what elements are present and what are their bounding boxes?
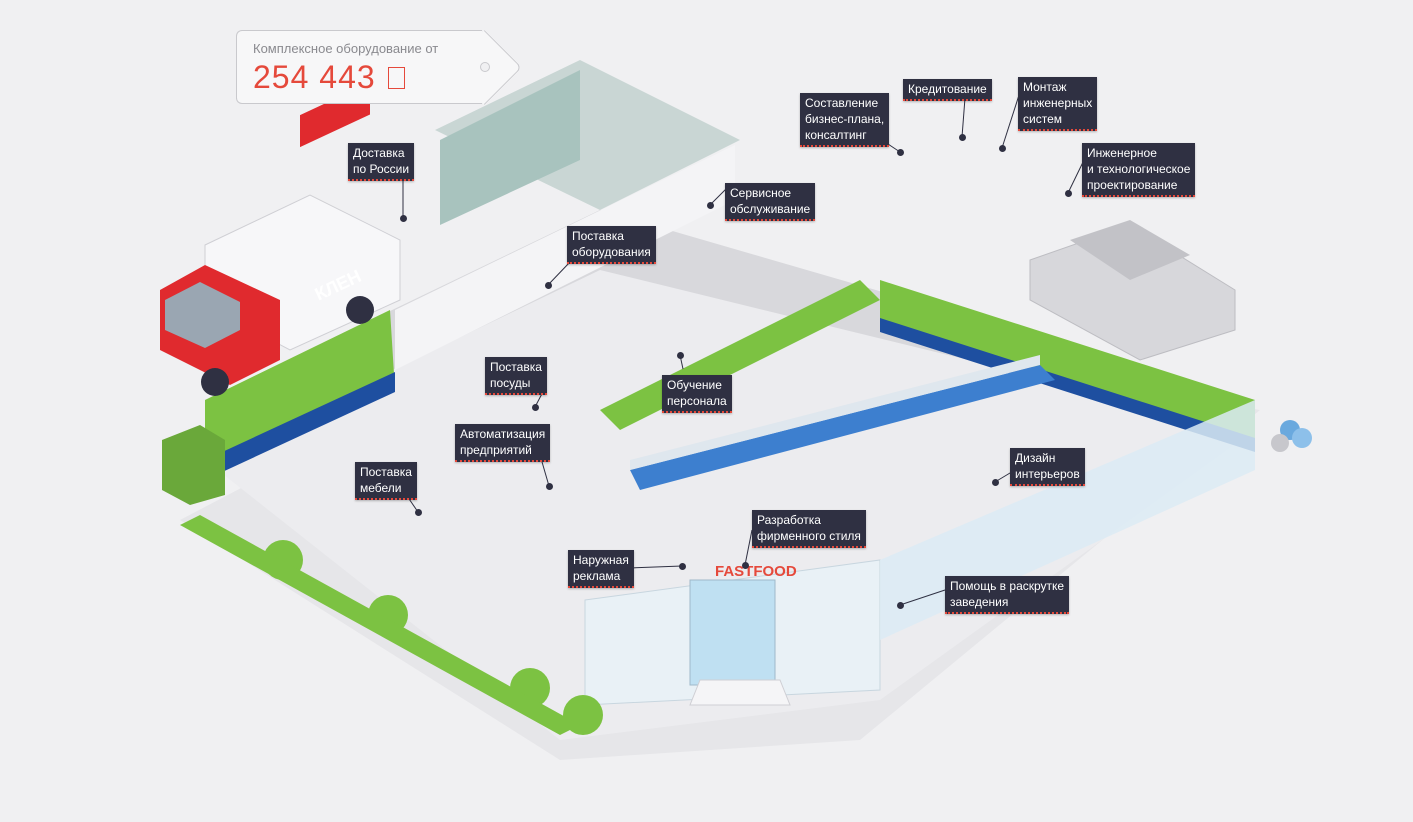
truck-wheel bbox=[346, 296, 374, 324]
grass-strip bbox=[180, 515, 580, 735]
right-wall-green bbox=[880, 280, 1255, 440]
ruble-icon bbox=[387, 67, 405, 89]
leader-line bbox=[961, 97, 966, 138]
price-value: 254 443 bbox=[253, 59, 405, 96]
pointer-dot-icon bbox=[741, 561, 749, 569]
label-training[interactable]: Обучение персонала bbox=[662, 375, 732, 413]
price-tag[interactable]: Комплексное оборудование от 254 443 bbox=[236, 30, 490, 104]
truck-windshield bbox=[165, 282, 240, 348]
front-steps bbox=[689, 679, 791, 706]
label-interior[interactable]: Дизайн интерьеров bbox=[1010, 448, 1085, 486]
kitchen-counter bbox=[630, 365, 1055, 490]
kitchen-counter-top bbox=[630, 355, 1040, 470]
leader-line bbox=[899, 589, 946, 606]
label-branding[interactable]: Разработка фирменного стиля bbox=[752, 510, 866, 548]
pointer-dot-icon bbox=[1064, 189, 1072, 197]
entrance-door bbox=[689, 579, 776, 686]
pointer-dot-icon bbox=[544, 281, 552, 289]
pointer-dot-icon bbox=[676, 351, 684, 359]
pointer-dot-icon bbox=[706, 201, 714, 209]
warehouse-wall bbox=[435, 60, 740, 210]
label-dishes[interactable]: Поставка посуды bbox=[485, 357, 547, 395]
label-credit[interactable]: Кредитование bbox=[903, 79, 992, 101]
label-business[interactable]: Составление бизнес-плана, консалтинг bbox=[800, 93, 890, 147]
label-automation[interactable]: Автоматизация предприятий bbox=[455, 424, 551, 462]
left-wall-green bbox=[205, 310, 395, 475]
right-wall-blue bbox=[880, 318, 1255, 452]
leader-line bbox=[547, 261, 571, 286]
pointer-dot-icon bbox=[414, 508, 422, 516]
label-design-tech[interactable]: Инженерное и технологическое проектирова… bbox=[1082, 143, 1196, 197]
label-equipment[interactable]: Поставка оборудования bbox=[567, 226, 656, 264]
leader-line bbox=[744, 529, 753, 566]
pointer-dot-icon bbox=[399, 214, 407, 222]
pointer-dot-icon bbox=[678, 562, 686, 570]
pointer-dot-icon bbox=[545, 482, 553, 490]
interior-wall bbox=[395, 145, 735, 370]
balloon bbox=[1292, 428, 1312, 448]
price-amount: 254 443 bbox=[253, 59, 376, 95]
pointer-dot-icon bbox=[896, 148, 904, 156]
leader-line bbox=[629, 565, 683, 569]
balloon bbox=[1271, 434, 1289, 452]
leader-line bbox=[1001, 91, 1021, 149]
pointer-dot-icon bbox=[991, 478, 999, 486]
pointer-dot-icon bbox=[958, 133, 966, 141]
pointer-dot-icon bbox=[998, 144, 1006, 152]
warehouse-tiles bbox=[440, 70, 580, 225]
fastfood-sign: FASTFOOD bbox=[715, 563, 797, 580]
truck-wheel bbox=[201, 368, 229, 396]
price-caption: Комплексное оборудование от bbox=[253, 41, 439, 56]
label-service[interactable]: Сервисное обслуживание bbox=[725, 183, 816, 221]
car-roof bbox=[1070, 220, 1190, 280]
tag-hole-icon bbox=[480, 62, 490, 72]
label-furniture[interactable]: Поставка мебели bbox=[355, 462, 417, 500]
label-outdoor[interactable]: Наружная реклама bbox=[568, 550, 634, 588]
label-engineering[interactable]: Монтаж инженерных систем bbox=[1018, 77, 1098, 131]
label-promotion[interactable]: Помощь в раскрутке заведения bbox=[945, 576, 1070, 614]
pointer-dot-icon bbox=[896, 601, 904, 609]
label-delivery[interactable]: Доставка по России bbox=[348, 143, 415, 181]
pointer-dot-icon bbox=[531, 403, 539, 411]
trash-bin bbox=[162, 425, 225, 505]
left-wall-blue-stripe bbox=[205, 372, 395, 480]
